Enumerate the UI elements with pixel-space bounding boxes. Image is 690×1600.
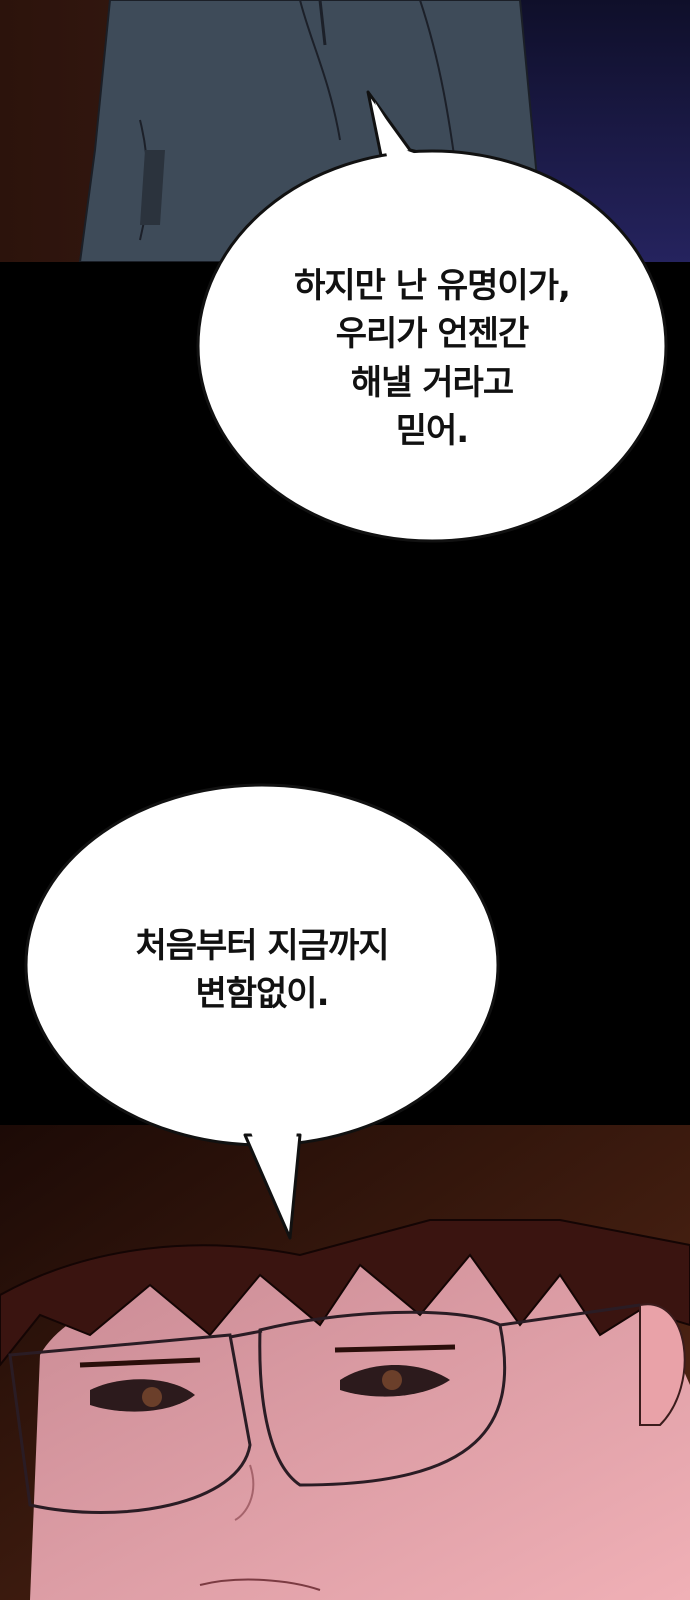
jacket-figure-art [0,0,690,262]
top-panel-illustration [0,0,690,262]
bottom-panel-illustration [0,1125,690,1600]
bubble-2-line-2: 변함없이. [195,974,329,1015]
speech-bubble-1-text: 하지만 난 유명이가, 우리가 언젠간 해낼 거라고 믿어. [210,262,654,455]
bubble-1-line-1: 하지만 난 유명이가, [294,266,571,306]
speech-bubble-2-text: 처음부터 지금까지 변함없이. [40,922,484,1019]
bubble-1-line-4: 믿어. [395,410,469,451]
bubble-2-line-1: 처음부터 지금까지 [135,926,389,966]
bubble-1-line-2: 우리가 언젠간 [335,314,530,355]
glasses-face-art [0,1125,690,1600]
bubble-1-line-3: 해낼 거라고 [350,362,514,403]
